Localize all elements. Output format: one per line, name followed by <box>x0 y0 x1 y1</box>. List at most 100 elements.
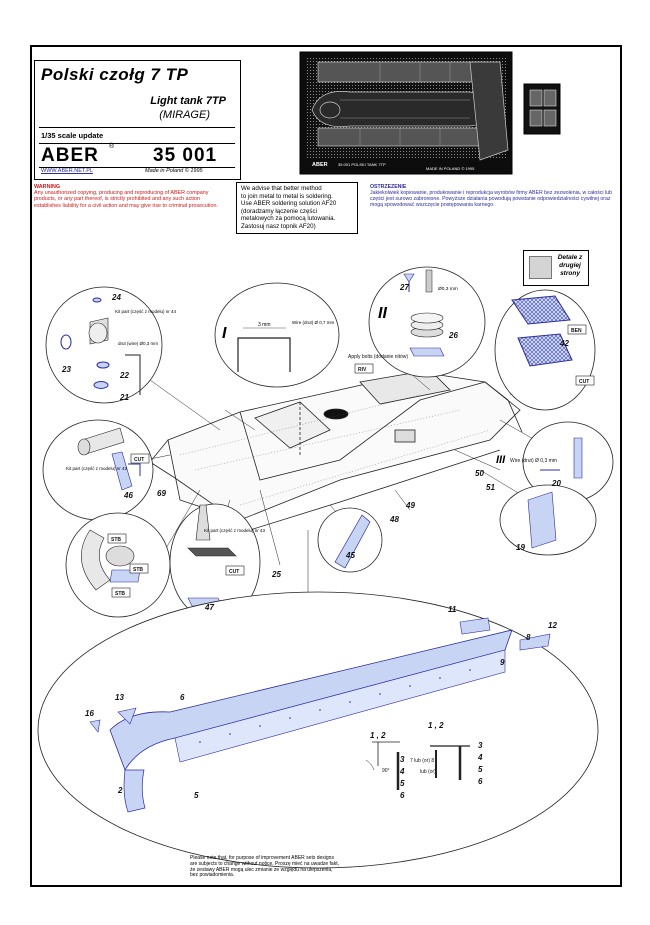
part-2: 2 <box>117 786 123 795</box>
roman-one: I <box>222 325 227 342</box>
part-13: 13 <box>115 693 124 702</box>
kit-part-note-a: Kit part (część z modelu) nr 44 <box>115 309 177 314</box>
wire-note-d: Wire (drut) Ø 0,3 mm <box>510 458 557 464</box>
part-6-a: 6 <box>400 791 405 800</box>
fender-assembly <box>37 591 599 869</box>
soldering-advice-box: We advise that better method to join met… <box>236 182 358 234</box>
website-link[interactable]: WWW.ABER.NET.PL <box>41 168 93 174</box>
inset-exhaust: Kit part (część z modelu) nr 43 <box>42 419 154 521</box>
wire-note-b: Wire (drut) Ø 0,7 mm <box>292 320 335 325</box>
small-fret <box>523 83 561 135</box>
kit-part-note-c: Kit part (część z modelu) nr 43 <box>204 528 266 533</box>
advice-line: Use ABER soldering solution AF20 <box>241 200 337 208</box>
part-25: 25 <box>271 570 281 579</box>
polish-warning-heading: OSTRZEZENIE <box>370 184 407 190</box>
inset-part-19 <box>499 484 597 556</box>
part-47: 47 <box>204 603 214 612</box>
part-6-top: 6 <box>180 693 185 702</box>
apply-bolts-note: Apply bolts (dodanie nitów) <box>348 354 408 360</box>
polish-warning-block: OSTRZEZENIE Jakiekolwiek kopiowanie, pro… <box>370 184 615 208</box>
inset-II: II Ø0,3 mm <box>368 266 486 378</box>
inset-I: 3 mm I Wire (drut) Ø 0,7 mm <box>214 282 340 388</box>
part-16: 16 <box>85 709 94 718</box>
cut-tag-left: CUT <box>134 457 144 463</box>
riv-tag: RIV <box>358 367 367 373</box>
stb-tag-1: STB <box>111 537 121 543</box>
part-20: 20 <box>551 479 561 488</box>
fret-made: MADE IN POLAND © 1995 <box>426 166 475 171</box>
advice-line: Zastosuj nasz topnik AF20) <box>241 222 316 230</box>
leader-lines <box>119 359 536 595</box>
part-5-a: 5 <box>400 779 405 788</box>
part-5-b: 5 <box>478 765 483 774</box>
dim-3mm: 3 mm <box>258 322 271 328</box>
part-42: 42 <box>559 339 569 348</box>
title-subtitle: (MIRAGE) <box>159 109 210 121</box>
legend-swatch <box>529 256 552 279</box>
or-note-b: lub (or) <box>420 769 436 775</box>
inset-kit-part-47: Kit part (część z modelu) nr 43 <box>169 503 266 621</box>
advice-line: (doradzamy łączenie części <box>241 207 317 215</box>
part-50: 50 <box>475 469 484 478</box>
legend-box: Detale z drugiej strony <box>523 250 589 286</box>
warning-heading: WARNING <box>34 184 61 190</box>
part-1-2-a: 1 , 2 <box>370 731 386 740</box>
title-block: Polski czołg 7 TP Light tank 7TP (MIRAGE… <box>34 60 241 180</box>
scale-label: 1/35 scale update <box>41 131 104 140</box>
product-code: 35 001 <box>153 145 218 166</box>
fret-caption: 35 001 POLSKI TANK 7TP <box>338 162 386 167</box>
tank-hull <box>149 369 523 531</box>
part-48: 48 <box>389 515 399 524</box>
warning-text: Any unauthorized copying, producing and … <box>34 190 218 209</box>
warning-block: WARNING Any unauthorized copying, produc… <box>34 184 226 209</box>
part-11: 11 <box>448 605 457 614</box>
part-8-top: 8 <box>526 633 531 642</box>
kit-part-note-b: Kit part (część z modelu) nr 43 <box>66 466 128 471</box>
part-69: 69 <box>157 489 166 498</box>
advice-line: We advise that better method <box>241 185 322 192</box>
photo-etched-fret: ABER 35 001 POLSKI TANK 7TP MADE IN POLA… <box>299 51 513 175</box>
polish-warning-text: Jakiekolwiek kopiowanie, produkowanie i … <box>370 190 612 208</box>
ben-tag: BEN <box>571 328 582 334</box>
or-note-a: 7 lub (or) 8 <box>410 758 434 764</box>
cut-tag-bottom: CUT <box>229 569 239 575</box>
angle-note: 90° <box>382 768 390 774</box>
registered-mark: ® <box>109 143 115 150</box>
part-46: 46 <box>123 491 133 500</box>
part-21: 21 <box>119 393 129 402</box>
part-4-a: 4 <box>399 767 405 776</box>
part-24: 24 <box>111 293 121 302</box>
part-51: 51 <box>486 483 495 492</box>
roman-two: II <box>378 305 387 322</box>
inset-part-45 <box>317 507 383 573</box>
fret-brand: ABER <box>312 162 328 168</box>
advice-line: metalowych za pomocą lutowania. <box>241 215 336 223</box>
part-23: 23 <box>61 365 71 374</box>
part-26: 26 <box>448 331 458 340</box>
part-49: 49 <box>405 501 415 510</box>
legend-text: Detale z drugiej strony <box>557 254 583 277</box>
scale-divider <box>39 143 235 144</box>
part-22: 22 <box>119 371 129 380</box>
part-19: 19 <box>516 543 525 552</box>
wire-note-a: drut (wire) Ø0,3 mm <box>118 341 158 346</box>
part-4-b: 4 <box>477 753 483 762</box>
inset-periscope: Kit part (część z modelu) nr 44 drut (wi… <box>45 286 177 404</box>
advice-line: to join metal to metal is soldering. <box>241 192 333 200</box>
brand-logo: ABER <box>41 145 99 166</box>
part-45: 45 <box>345 551 355 560</box>
part-1-2-b: 1 , 2 <box>428 721 444 730</box>
wire-note-c: Ø0,3 mm <box>438 286 458 292</box>
cut-tag-right: CUT <box>579 379 589 385</box>
inset-sprocket <box>65 512 171 618</box>
instruction-sheet-border <box>30 45 622 887</box>
part-9: 9 <box>500 658 505 667</box>
part-3-b: 3 <box>478 741 483 750</box>
inset-part-42 <box>494 289 596 411</box>
part-3-a: 3 <box>400 755 405 764</box>
part-27: 27 <box>399 283 409 292</box>
title-english: Light tank 7TP <box>150 95 226 107</box>
part-5-bottom: 5 <box>194 791 199 800</box>
title-polish: Polski czołg 7 TP <box>41 65 189 84</box>
